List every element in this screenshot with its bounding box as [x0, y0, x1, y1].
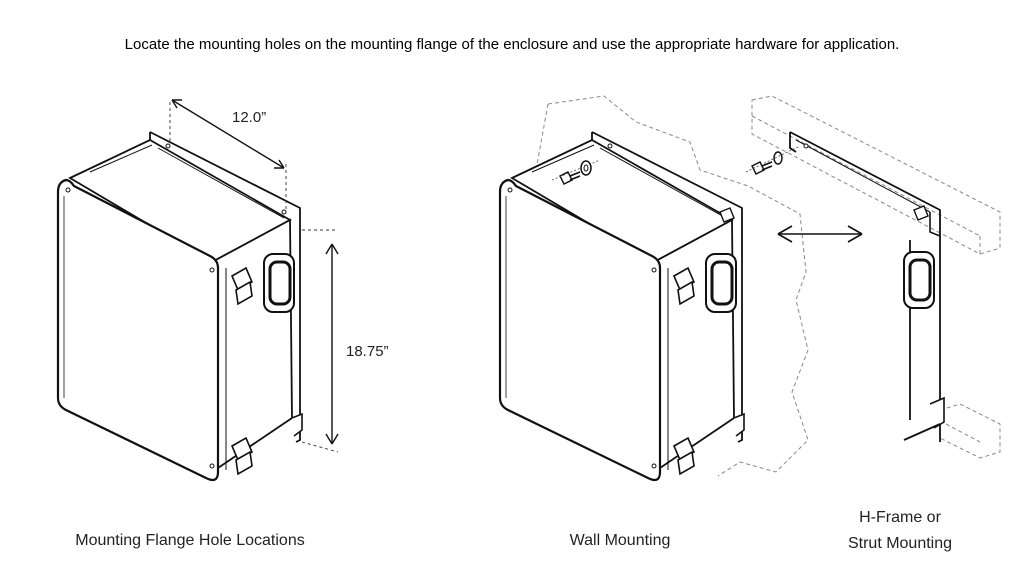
enclosure-strut-flange — [789, 131, 945, 442]
caption-wall-mounting: Wall Mounting — [569, 532, 671, 549]
caption-strut-mounting: H-Frame or Strut Mounting — [820, 505, 980, 557]
caption-strut-line2: Strut Mounting — [847, 535, 953, 552]
nut-icon — [719, 207, 735, 223]
instruction-text: Locate the mounting holes on the mountin… — [124, 36, 900, 53]
bolt-icon — [551, 159, 601, 185]
caption-strut-line1: H-Frame or — [859, 509, 941, 526]
enclosure-wall — [498, 130, 746, 482]
width-dimension-label: 12.0” — [232, 109, 266, 126]
wall-outline — [535, 95, 809, 477]
caption-flange-holes: Mounting Flange Hole Locations — [75, 532, 305, 549]
width-dimension: 12.0” — [169, 99, 287, 212]
double-arrow-icon — [777, 225, 863, 243]
height-dimension: 18.75” — [301, 229, 389, 453]
height-dimension-label: 18.75” — [346, 343, 389, 360]
strut-bolt-icon — [745, 145, 801, 175]
washer-icon — [580, 160, 592, 176]
strut-rail-icon — [751, 95, 1001, 459]
enclosure-left — [56, 130, 304, 482]
